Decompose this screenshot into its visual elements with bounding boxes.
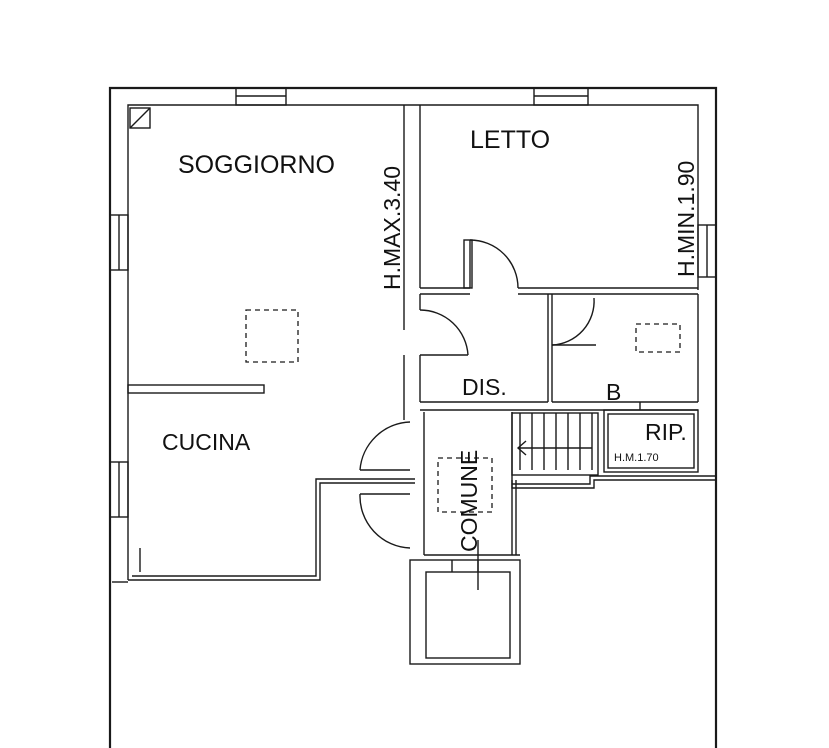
common-area-walls <box>409 412 716 665</box>
skylights <box>245 309 681 513</box>
outer-walls <box>108 86 718 748</box>
height-label-soggiorno: H.MAX.3.40 <box>379 166 405 290</box>
room-label-dis: DIS. <box>462 374 507 400</box>
windows <box>109 87 717 518</box>
room-label-bagno: B <box>606 379 621 405</box>
room-label-letto: LETTO <box>470 126 550 154</box>
height-label-letto: H.MIN.1.90 <box>673 161 699 277</box>
room-label-cucina: CUCINA <box>162 429 251 455</box>
staircase <box>511 412 599 476</box>
room-label-comune: COMUNE <box>456 450 482 552</box>
bedroom-walls <box>419 105 698 295</box>
corner-marks <box>129 107 151 572</box>
storage-walls <box>603 409 699 473</box>
room-label-soggiorno: SOGGIORNO <box>178 151 335 179</box>
height-label-rip: H.M.1.70 <box>614 452 659 464</box>
living-kitchen-walls <box>127 105 415 581</box>
doors <box>359 239 596 549</box>
room-label-rip: RIP. <box>645 419 687 445</box>
